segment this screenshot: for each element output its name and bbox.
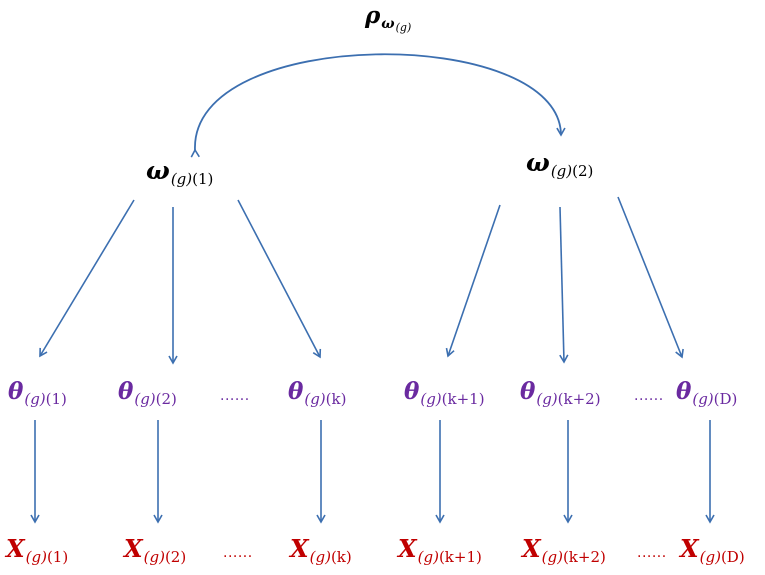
theta-node-k: θ(g)(k): [288, 380, 346, 407]
theta-ellipsis-left: ......: [220, 388, 250, 404]
rho-symbol: ρ: [365, 2, 381, 29]
x-index: (k): [330, 548, 352, 567]
arrow-omega2-thetak2: [559, 206, 569, 364]
rho-subscript-symbol: ω: [381, 15, 395, 32]
x-index: (k+1): [438, 548, 482, 567]
omega-group: (g): [550, 162, 573, 181]
omega-group: (g): [170, 170, 193, 189]
x-node-D: X(g)(D): [680, 537, 745, 565]
omega-index: (1): [192, 170, 214, 189]
x-symbol: X: [6, 534, 25, 563]
x-group: (g): [417, 548, 439, 567]
theta-symbol: θ: [118, 378, 134, 405]
x-node-k1: X(g)(k+1): [398, 537, 482, 565]
rho-subscript-index: (g): [395, 21, 412, 35]
x-node-1: X(g)(1): [6, 537, 68, 565]
x-index: (D): [720, 548, 745, 567]
x-symbol: X: [124, 534, 143, 563]
correlation-arc: [190, 53, 566, 158]
rho-omega-label: ρω(g): [365, 4, 411, 33]
omega-node-2: ω(g)(2): [526, 150, 593, 179]
theta-group: (g): [24, 390, 46, 409]
theta-symbol: θ: [288, 378, 304, 405]
x-index: (2): [164, 548, 187, 567]
theta-node-1: θ(g)(1): [8, 380, 67, 407]
x-group: (g): [541, 548, 563, 567]
theta-group: (g): [134, 390, 156, 409]
theta-symbol: θ: [676, 378, 692, 405]
arrow-omega1-theta1: [39, 199, 135, 358]
x-index: (k+2): [562, 548, 606, 567]
theta-node-2: θ(g)(2): [118, 380, 177, 407]
theta-node-k2: θ(g)(k+2): [520, 380, 601, 407]
x-group: (g): [25, 548, 47, 567]
theta-index: (2): [155, 390, 177, 409]
theta-index: (k+1): [441, 390, 485, 409]
x-symbol: X: [680, 534, 699, 563]
theta-group: (g): [420, 390, 442, 409]
theta-index: (k): [325, 390, 347, 409]
x-group: (g): [309, 548, 331, 567]
x-symbol: X: [522, 534, 541, 563]
theta-ellipsis-right: ......: [634, 388, 664, 404]
theta-index: (k+2): [557, 390, 601, 409]
arrow-omega2-thetak1: [445, 204, 501, 358]
theta-group: (g): [304, 390, 326, 409]
theta-node-D: θ(g)(D): [676, 380, 737, 407]
theta-index: (D): [713, 390, 738, 409]
theta-symbol: θ: [8, 378, 24, 405]
omega-symbol: ω: [146, 156, 170, 185]
arrow-omega2-thetaD: [617, 196, 684, 359]
arrow-omega1-thetak: [237, 199, 322, 359]
theta-group: (g): [692, 390, 714, 409]
omega-index: (2): [572, 162, 594, 181]
x-ellipsis-left: ......: [223, 545, 253, 561]
theta-symbol: θ: [404, 378, 420, 405]
x-symbol: X: [398, 534, 417, 563]
x-group: (g): [699, 548, 721, 567]
x-group: (g): [143, 548, 165, 567]
x-symbol: X: [290, 534, 309, 563]
theta-index: (1): [45, 390, 67, 409]
theta-symbol: θ: [520, 378, 536, 405]
x-node-k: X(g)(k): [290, 537, 352, 565]
x-index: (1): [46, 548, 69, 567]
theta-group: (g): [536, 390, 558, 409]
theta-node-k1: θ(g)(k+1): [404, 380, 485, 407]
x-ellipsis-right: ......: [637, 545, 667, 561]
omega-node-1: ω(g)(1): [146, 158, 213, 187]
x-node-k2: X(g)(k+2): [522, 537, 606, 565]
x-node-2: X(g)(2): [124, 537, 186, 565]
omega-symbol: ω: [526, 148, 550, 177]
